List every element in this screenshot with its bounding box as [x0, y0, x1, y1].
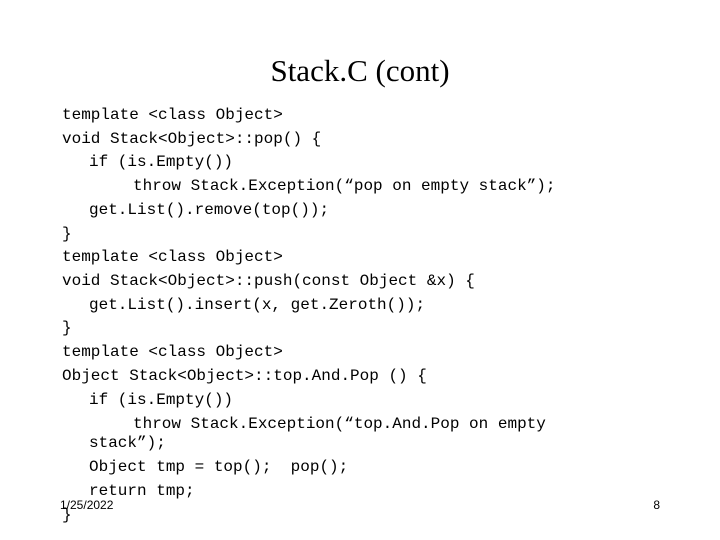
- code-line: template <class Object>: [62, 343, 283, 361]
- code-line: stack”);: [89, 434, 166, 452]
- code-line: throw Stack.Exception(“pop on empty stac…: [133, 177, 556, 195]
- code-line: if (is.Empty()): [89, 153, 234, 171]
- code-line: throw Stack.Exception(“top.And.Pop on em…: [133, 415, 546, 433]
- code-line: template <class Object>: [62, 248, 283, 266]
- footer-page-number: 8: [653, 498, 660, 512]
- code-line: Object Stack<Object>::top.And.Pop () {: [62, 367, 427, 385]
- code-line: void Stack<Object>::push(const Object &x…: [62, 272, 475, 290]
- code-line: Object tmp = top(); pop();: [89, 458, 349, 476]
- code-line: }: [62, 319, 72, 337]
- code-line: }: [62, 225, 72, 243]
- code-line: }: [62, 506, 72, 524]
- code-line: if (is.Empty()): [89, 391, 234, 409]
- code-line: get.List().remove(top());: [89, 201, 330, 219]
- code-line: template <class Object>: [62, 106, 283, 124]
- code-line: void Stack<Object>::pop() {: [62, 130, 322, 148]
- code-line: get.List().insert(x, get.Zeroth());: [89, 296, 426, 314]
- footer-date: 1/25/2022: [60, 498, 114, 512]
- slide-title: Stack.C (cont): [270, 53, 450, 88]
- code-line: return tmp;: [89, 482, 195, 500]
